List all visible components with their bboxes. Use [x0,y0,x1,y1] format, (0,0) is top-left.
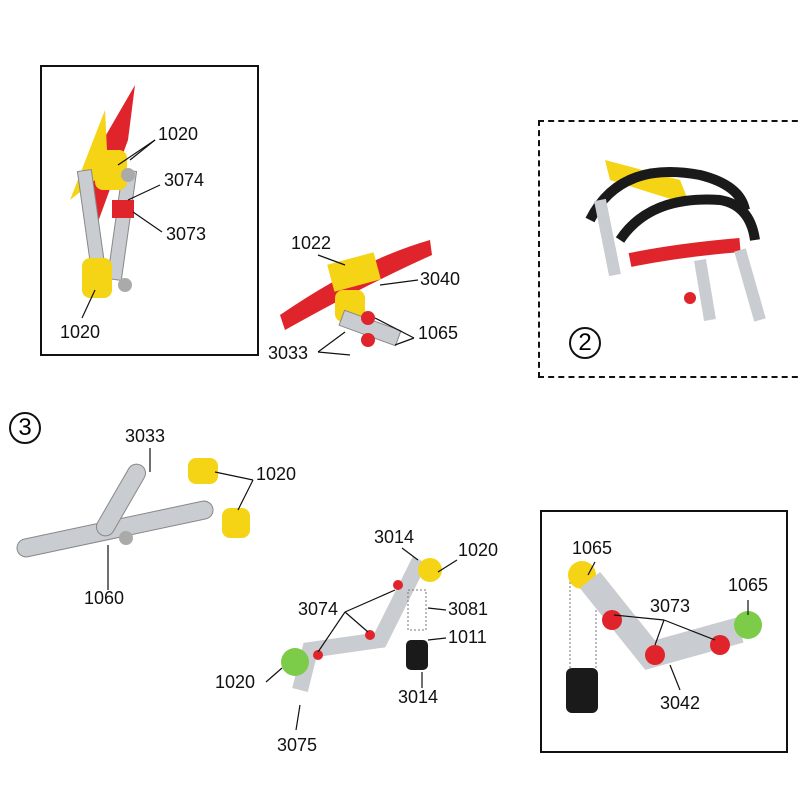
part-label: 3033 [268,343,309,363]
step1b-parts [280,240,432,347]
part-label: 1020 [158,124,199,144]
part-label: 1011 [448,627,487,647]
leader-lines [81,139,749,731]
part-label: 1020 [215,672,256,692]
step3-parts [16,458,250,558]
part-label: 3074 [164,170,205,190]
part-label: 3074 [298,599,339,619]
step3b-parts [281,556,442,692]
step-number: 2 [569,327,601,359]
part-label: 3042 [660,693,701,713]
part-label: 1020 [458,540,499,560]
step-number: 3 [9,412,41,444]
step2-parts [585,160,766,322]
part-label: 1065 [418,323,459,343]
part-label: 3033 [125,426,166,446]
step2-detail-box [538,120,800,378]
part-label: 1065 [572,538,613,558]
part-label: 1060 [84,588,125,608]
step3-detail-box [540,510,788,753]
step1-parts [70,85,138,298]
part-label: 3014 [374,527,415,547]
part-label: 3081 [448,599,489,619]
part-label: 1020 [256,464,297,484]
part-label: 3073 [650,596,691,616]
part-label: 3014 [398,687,439,707]
part-label: 3073 [166,224,207,244]
part-label: 1022 [291,233,332,253]
step1-detail-box [40,65,259,356]
part-label: 1065 [728,575,769,595]
part-label: 1020 [60,322,101,342]
part-label: 3040 [420,269,461,289]
part-label: 3075 [277,735,318,755]
